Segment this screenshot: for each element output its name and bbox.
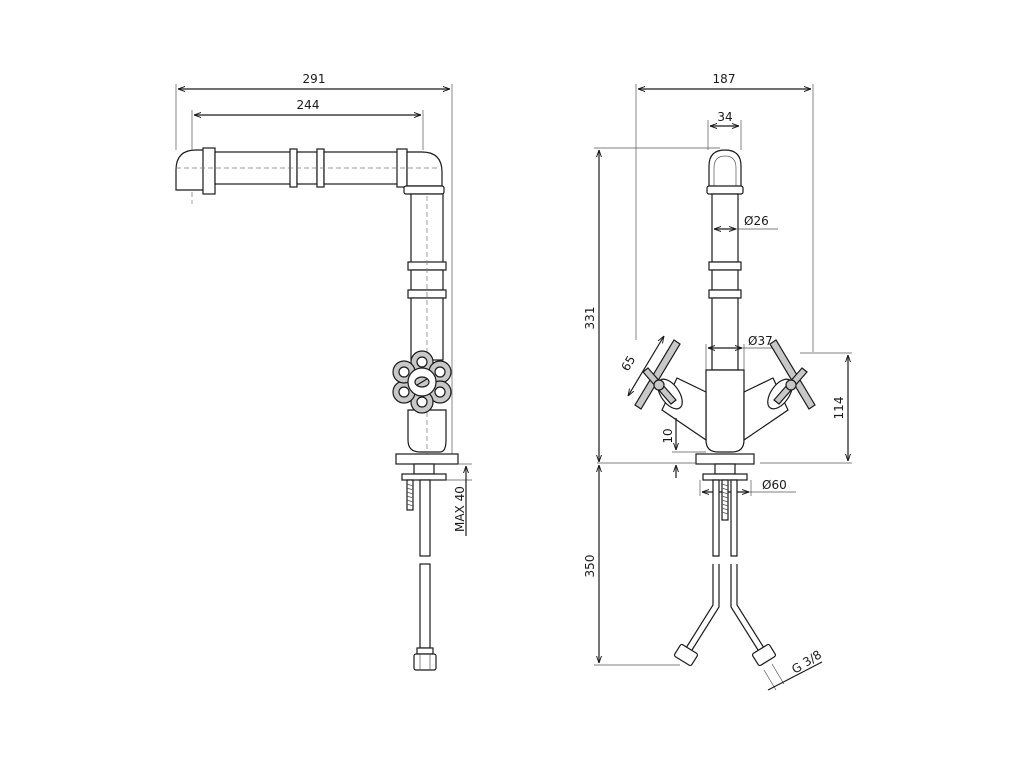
front-spout: [706, 149, 744, 371]
dimension-291-label: 291: [303, 72, 326, 86]
dimension-65-label: 65: [618, 353, 638, 373]
dimension-187-label: 187: [713, 72, 736, 86]
side-view: 291 244: [175, 72, 472, 671]
dimension-d26-label: Ø26: [744, 214, 769, 228]
side-spout: [175, 147, 443, 204]
dimension-d26: Ø26: [714, 214, 778, 229]
side-hose: [406, 479, 437, 671]
dimension-34-label: 34: [717, 110, 732, 124]
dimension-350: 350: [583, 465, 680, 666]
dimension-331: 331: [583, 147, 720, 462]
dimension-65: 65: [618, 336, 664, 396]
side-handle-knob: [392, 350, 452, 414]
dimension-114-label: 114: [832, 397, 846, 420]
dimension-291: 291: [175, 72, 453, 460]
front-right-handle: [769, 339, 816, 410]
dimension-thread-label: G 3/8: [789, 647, 824, 676]
dimension-187: 187: [635, 72, 814, 352]
side-base: MAX 40: [395, 453, 472, 536]
dimension-10: 10: [661, 418, 706, 478]
dimension-d37-label: Ø37: [748, 334, 773, 348]
dimension-34: 34: [707, 110, 742, 150]
front-base: Ø60: [597, 453, 796, 496]
dimension-331-label: 331: [583, 307, 597, 330]
dimension-d60-label: Ø60: [762, 478, 787, 492]
front-view: 187 34 331 Ø26: [583, 72, 852, 691]
dimension-244: 244: [191, 98, 424, 150]
dimension-350-label: 350: [583, 555, 597, 578]
dimension-244-label: 244: [297, 98, 320, 112]
front-hoses: [673, 479, 777, 667]
dimension-10-label: 10: [661, 428, 675, 443]
front-left-handle: [634, 339, 681, 410]
dimension-114: 114: [760, 352, 852, 464]
side-body: [403, 185, 447, 460]
dimension-max-40-label: MAX 40: [453, 486, 467, 532]
